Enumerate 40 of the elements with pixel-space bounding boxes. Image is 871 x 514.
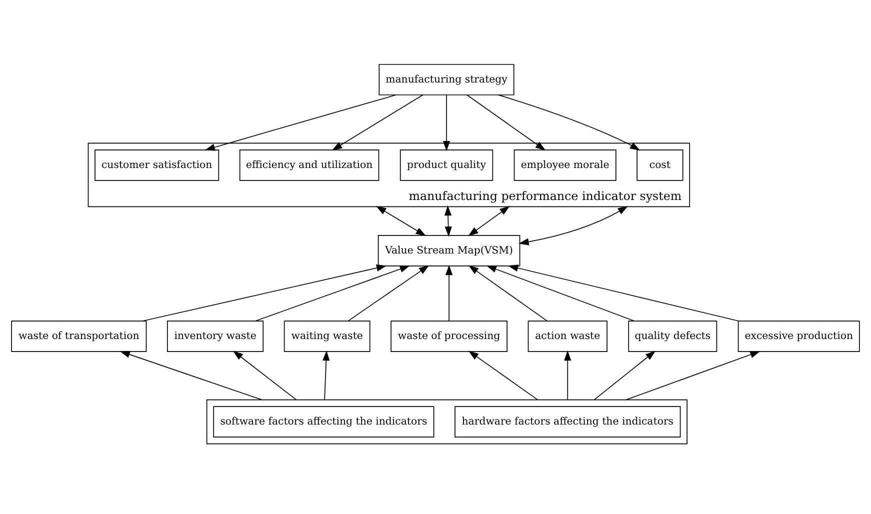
arrow	[594, 350, 656, 400]
arrow	[322, 350, 330, 400]
node-box: waste of transportation	[11, 320, 147, 352]
arrow	[348, 264, 430, 321]
arrow	[204, 94, 397, 150]
arrow	[142, 264, 387, 321]
arrow	[255, 265, 410, 321]
node-box: action waste	[528, 320, 608, 352]
node-box: quality defects	[628, 320, 718, 352]
arrow	[626, 350, 760, 400]
arrow	[445, 264, 453, 321]
arrow	[120, 350, 262, 400]
arrow	[376, 206, 426, 236]
node-box: customer satisfaction	[94, 149, 220, 180]
node-box: excessive production	[738, 320, 860, 352]
node-box: efficiency and utilization	[239, 149, 380, 180]
node-box: employee morale	[514, 149, 616, 180]
node-box: software factors affecting the indicators	[213, 406, 434, 437]
node-box: inventory waste	[167, 320, 264, 352]
arrow	[466, 94, 546, 150]
arrow	[332, 94, 424, 150]
arrow	[468, 264, 548, 321]
node-box: hardware factors affecting the indicators	[454, 406, 681, 437]
arrow	[468, 205, 510, 236]
arrow	[508, 264, 740, 321]
node-box: product quality	[400, 149, 494, 180]
node-box: Value Stream Map(VSM)	[378, 234, 520, 266]
arrow	[518, 206, 628, 245]
arrow	[564, 350, 572, 400]
arrow	[232, 350, 297, 400]
node-box: manufacturing strategy	[378, 63, 514, 95]
arrow	[468, 350, 538, 400]
arrow	[444, 204, 452, 236]
node-box: waiting waste	[284, 320, 370, 352]
arrow	[486, 265, 634, 321]
arrow	[498, 94, 640, 150]
node-box: waste of processing	[390, 320, 508, 352]
arrow	[442, 94, 450, 151]
cluster	[206, 398, 688, 444]
node-box: cost	[636, 149, 684, 180]
